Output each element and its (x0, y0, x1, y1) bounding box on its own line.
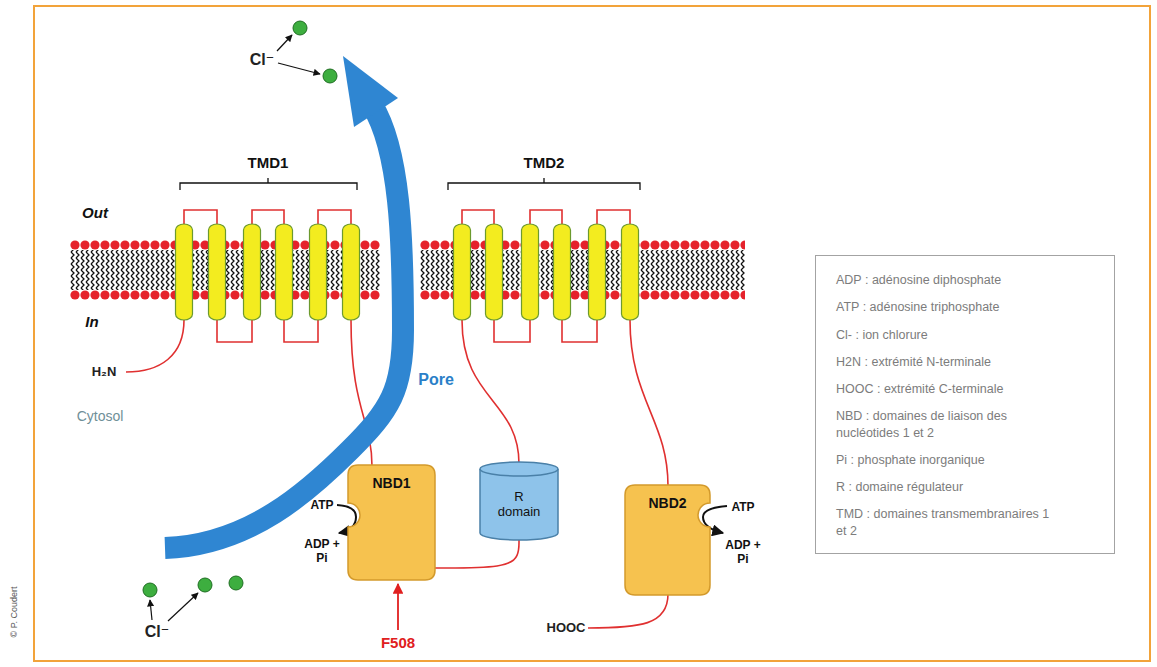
frame (34, 6, 1150, 661)
domain-body (625, 485, 710, 595)
domain-body (348, 465, 435, 580)
domain-label: TMD1 (248, 154, 289, 171)
side-label: Out (82, 204, 108, 221)
nucleotide-label: ADP + Pi (725, 539, 761, 567)
helix (554, 224, 571, 320)
linker-wire (630, 320, 668, 486)
side-label: In (85, 313, 98, 330)
nucleotide-label: ATP (731, 501, 754, 515)
pointer-arrow (278, 63, 320, 74)
helix (244, 224, 261, 320)
domain-name: NBD2 (648, 495, 686, 511)
linker-wire (462, 320, 519, 464)
brackets (180, 178, 640, 190)
loop (252, 210, 284, 224)
nucleotide-binding-domain: NBD2 (625, 485, 710, 595)
domain-name: R domain (493, 490, 545, 520)
loop (530, 210, 562, 224)
pointer-arrow (150, 600, 152, 620)
loop (494, 320, 530, 342)
legend-entry: H2N : extrémité N-terminale (836, 354, 1051, 370)
mutation-arrow (397, 584, 399, 630)
helix (310, 224, 327, 320)
regulatory-domain: R domain (480, 462, 558, 540)
helix (343, 224, 360, 320)
loop (217, 320, 252, 342)
n-terminal-tail (126, 320, 184, 372)
pore-label: Pore (418, 371, 454, 389)
ion-label: Cl⁻ (250, 51, 274, 69)
chloride-ion (198, 578, 212, 592)
legend-entry: ATP : adénosine triphosphate (836, 299, 1051, 315)
nucleotide-label: ATP (310, 499, 333, 513)
helix (589, 224, 606, 320)
legend-entry: ADP : adénosine diphosphate (836, 272, 1051, 288)
legend-entry: HOOC : extrémité C-terminale (836, 381, 1051, 397)
legend-entry: Cl- : ion chlorure (836, 327, 1051, 343)
legend-entry: NBD : domaines de liaison des nucléotide… (836, 408, 1051, 441)
legend-entry: TMD : domaines transmembranaires 1 et 2 (836, 506, 1051, 539)
pointer-arrow (277, 35, 292, 51)
loop (597, 210, 630, 224)
chloride-ion (293, 21, 307, 35)
linker-line (435, 540, 519, 568)
legend-entry: Pi : phosphate inorganique (836, 452, 1051, 468)
loop (462, 210, 494, 224)
domain-label: TMD2 (524, 154, 565, 171)
terminus-label: HOOC (547, 621, 586, 636)
legend-entry: R : domaine régulateur (836, 479, 1051, 495)
mutation-label: F508 (381, 634, 415, 651)
loop (184, 210, 217, 224)
domain-name: NBD1 (372, 475, 410, 491)
bracket (448, 178, 640, 190)
helix (176, 224, 193, 320)
loop (562, 320, 597, 342)
helix (522, 224, 539, 320)
helix (209, 224, 226, 320)
chloride-ion (229, 576, 243, 590)
c-terminal-tail (588, 594, 668, 628)
nucleotide-binding-domain: NBD1 (348, 465, 435, 580)
nucleotide-label: ADP + Pi (304, 538, 340, 566)
chloride-ion (143, 583, 157, 597)
chloride-ions (143, 21, 337, 597)
ion-label: Cl⁻ (145, 623, 169, 641)
compartment-label: Cytosol (77, 408, 124, 424)
helix (622, 224, 639, 320)
loop (284, 320, 318, 342)
pointer-arrow (168, 593, 198, 621)
loop (318, 210, 351, 224)
terminus-label: H₂N (92, 365, 117, 380)
cylinder-rim (480, 469, 558, 476)
bracket (180, 178, 357, 190)
helix (276, 224, 293, 320)
helix (486, 224, 503, 320)
helix (454, 224, 471, 320)
flow-arrow-head (343, 56, 398, 127)
chloride-ion (323, 69, 337, 83)
legend-box: ADP : adénosine diphosphateATP : adénosi… (815, 255, 1115, 554)
copyright-watermark: © P. Coudert (9, 587, 19, 638)
cylinder-body (480, 462, 558, 540)
pointer-arrows (150, 35, 727, 621)
